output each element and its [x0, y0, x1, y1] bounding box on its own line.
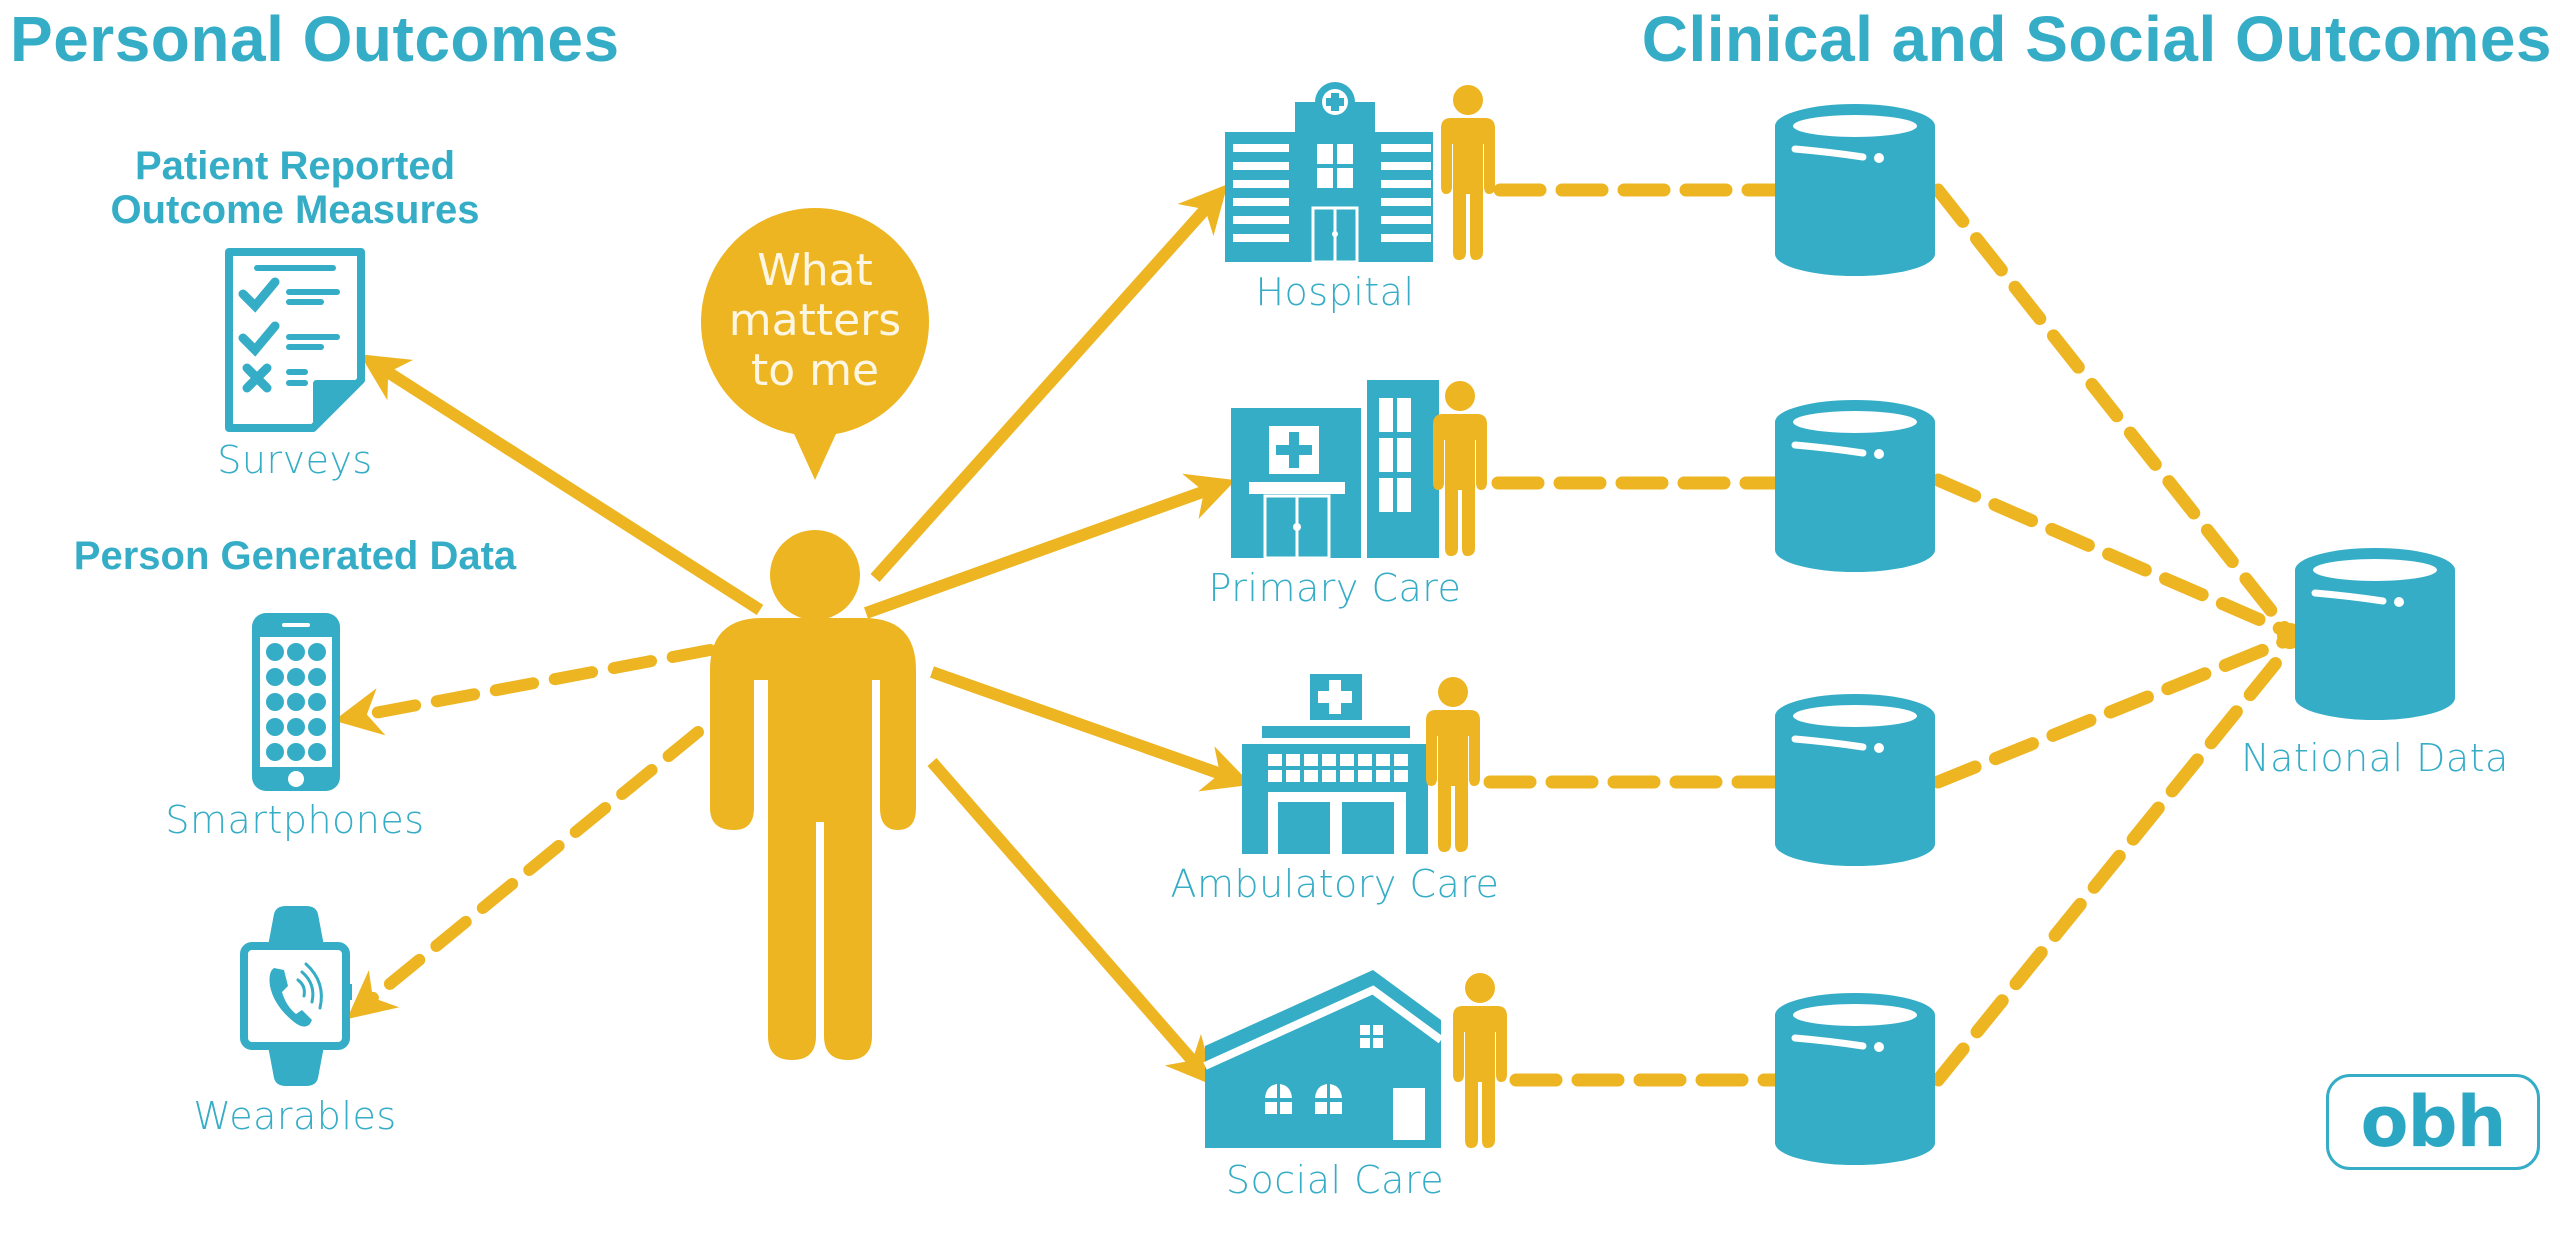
bubble-line-2: matters — [728, 295, 902, 346]
speech-bubble — [701, 208, 929, 480]
arrow-to-wearables — [346, 726, 704, 1020]
arrow-to-hospital — [870, 184, 1228, 583]
proms-heading-line1: Patient Reported — [134, 144, 456, 188]
national-data-label: National Data — [2241, 736, 2509, 780]
arrow-to-social-care — [927, 758, 1215, 1086]
database-icon-hospital — [1775, 104, 1935, 276]
proms-heading-line2: Outcome Measures — [110, 188, 480, 232]
personal-outcomes-title: Personal Outcomes — [10, 3, 620, 75]
person-generated-data-heading: Person Generated Data — [73, 534, 517, 578]
primary-care-icon — [1231, 380, 1439, 560]
surveys-label: Surveys — [217, 438, 373, 482]
wearables-label: Wearables — [193, 1094, 397, 1138]
ambulatory-care-label: Ambulatory Care — [1170, 862, 1500, 906]
arrow-to-ambulatory-care — [930, 666, 1252, 792]
survey-checklist-icon — [225, 248, 365, 432]
smartwatch-icon — [240, 906, 352, 1086]
primary-care-label: Primary Care — [1208, 566, 1462, 610]
database-icon-ambulatory-care — [1775, 694, 1935, 866]
primary-care-person-icon — [1433, 381, 1487, 556]
house-icon — [1203, 970, 1444, 1148]
database-icon-primary-care — [1775, 400, 1935, 572]
link-db2-national — [1931, 473, 2295, 639]
smartphones-label: Smartphones — [165, 798, 425, 842]
what-matters-to-me-text: What matters to me — [715, 246, 915, 396]
social-care-person-icon — [1453, 973, 1507, 1148]
ambulatory-care-person-icon — [1426, 677, 1480, 852]
arrow-to-surveys — [359, 354, 764, 616]
hospital-icon — [1225, 82, 1433, 264]
obh-logo: obh — [2326, 1074, 2540, 1170]
arrow-to-smartphones — [333, 644, 716, 736]
smartphone-icon — [252, 613, 340, 791]
social-care-label: Social Care — [1225, 1158, 1445, 1202]
bubble-line-3: to me — [750, 345, 880, 396]
arrow-to-primary-care — [863, 473, 1236, 619]
person-icon — [710, 530, 916, 1060]
link-db3-national — [1931, 633, 2295, 789]
database-icon-social-care — [1775, 993, 1935, 1165]
bubble-line-1: What — [757, 245, 873, 296]
hospital-label: Hospital — [1255, 270, 1415, 314]
hospital-person-icon — [1441, 85, 1495, 260]
proms-heading: Patient Reported Outcome Measures — [95, 144, 495, 232]
clinical-social-outcomes-title: Clinical and Social Outcomes — [1641, 3, 2552, 75]
link-db4-national — [1931, 641, 2295, 1087]
database-icon-national — [2295, 548, 2455, 720]
ambulatory-care-icon — [1242, 674, 1428, 854]
link-db1-national — [1931, 183, 2295, 639]
